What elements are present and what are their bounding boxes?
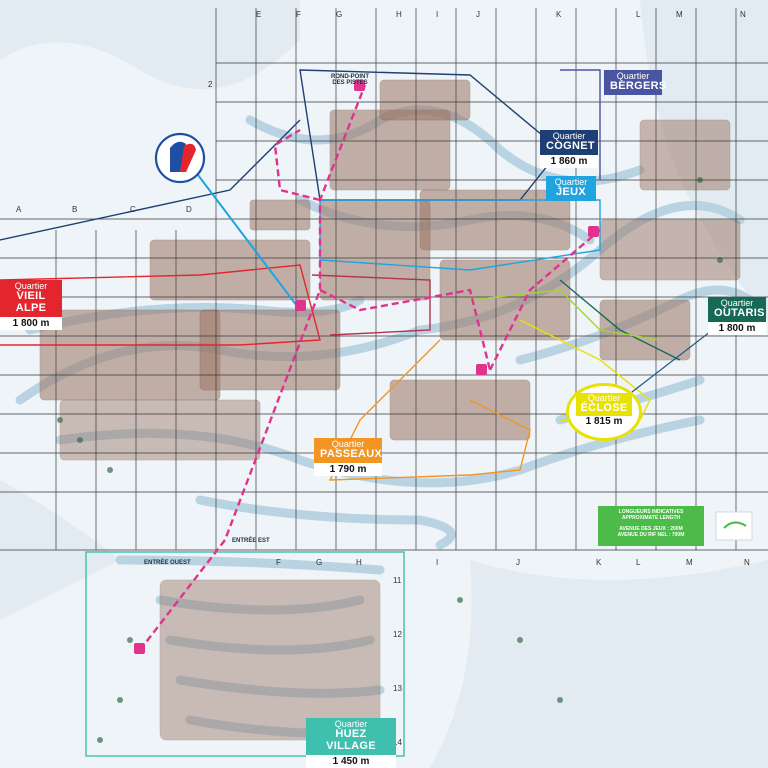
quarter-word: Quartier: [587, 393, 621, 403]
boundary-huez-village: [85, 551, 405, 757]
boundary-outaris: [559, 279, 681, 361]
boundary-passeaux: [328, 339, 531, 481]
quarter-altitude: 1 800 m: [0, 316, 62, 330]
grid-letter: E: [256, 10, 262, 19]
legend-line: LONGUEURS INDICATIVES: [618, 509, 684, 515]
grid-letter: I: [436, 558, 439, 567]
quarter-altitude: 1 790 m: [314, 462, 382, 476]
quarter-name: COGNET: [546, 140, 595, 153]
quarter-word: Quartier: [720, 298, 754, 308]
quarter-altitude: 1 800 m: [708, 321, 766, 335]
grid-letter: M: [676, 10, 683, 19]
boundary-vieil-alpe: [0, 264, 321, 346]
boundary-bergers: [560, 69, 601, 180]
legend-line: AVENUE DU RIF NEL : 700M: [617, 531, 685, 538]
quarter-vieil-alpe: Quartier VIEIL ALPE 1 800 m: [0, 280, 62, 330]
quarter-name: ÉCLOSE: [580, 402, 628, 415]
grid-letter: F: [296, 10, 301, 19]
quarter-name: JEUX: [556, 186, 586, 199]
quarter-passeaux: Quartier PASSEAUX 1 790 m: [314, 438, 382, 476]
grid-letter: N: [740, 10, 746, 19]
quarter-name: HUEZ VILLAGE: [326, 728, 376, 752]
quarter-altitude: 1 450 m: [306, 754, 396, 768]
grid-number: 14: [393, 738, 402, 747]
quarter-name: BERGERS: [610, 80, 667, 93]
quarter-huez-village: Quartier HUEZ VILLAGE 1 450 m: [306, 718, 396, 768]
quarter-altitude: 1 860 m: [540, 154, 598, 168]
tourist-info-icon: [154, 132, 206, 184]
grid-letter: G: [316, 558, 323, 567]
gondola-stations: [134, 80, 599, 654]
grid-letter: K: [596, 558, 602, 567]
quarter-eclose: Quartier ÉCLOSE 1 815 m: [576, 393, 632, 427]
boundary-cognet: [299, 69, 561, 201]
grid-letter: D: [186, 205, 192, 214]
quarter-name: PASSEAUX: [320, 448, 383, 461]
grid-letter: G: [336, 10, 343, 19]
quarter-word: Quartier: [334, 719, 368, 729]
rond-point-label: ROND-POINT DES PISTES: [331, 74, 369, 86]
grid-number: 12: [393, 630, 402, 639]
grid-number: 11: [393, 576, 402, 585]
grid-letter: J: [476, 10, 480, 19]
grid-letter: F: [276, 558, 281, 567]
grid-letter: H: [396, 10, 402, 19]
legend-line: AVENUE DES JEUX : 200M: [619, 525, 683, 532]
grid-letter: K: [556, 10, 562, 19]
grid-letter: H: [356, 558, 362, 567]
grid-number: 2: [208, 80, 213, 89]
quarter-word: Quartier: [14, 281, 48, 291]
grid-letter: J: [516, 558, 520, 567]
grid-letter: I: [436, 10, 439, 19]
grid-letter: L: [636, 10, 641, 19]
quarter-outaris: Quartier OUTARIS 1 800 m: [708, 297, 766, 335]
quarter-word: Quartier: [331, 439, 365, 449]
grid-letter: M: [686, 558, 693, 567]
village-buildings: [39, 79, 741, 741]
entree-ouest-label: ENTRÉE OUEST: [144, 560, 191, 566]
length-legend: LONGUEURS INDICATIVES APPROXIMATE LENGTH…: [598, 506, 704, 546]
quarter-altitude: 1 815 m: [576, 415, 632, 427]
quarter-name: VIEIL ALPE: [15, 290, 47, 314]
boundary-green-lime: [469, 289, 661, 341]
quarter-name: OUTARIS: [714, 307, 765, 320]
grid-letter: C: [130, 205, 136, 214]
grid-letter: B: [72, 205, 78, 214]
quarter-jeux: Quartier JEUX: [546, 176, 596, 201]
quarter-word: Quartier: [552, 131, 586, 141]
quarter-bergers: Quartier BERGERS: [604, 70, 667, 95]
gondola-line: [139, 84, 601, 651]
grid-letter: A: [16, 205, 22, 214]
grid-number: 13: [393, 684, 402, 693]
grid-letter: L: [636, 558, 641, 567]
quarter-word: Quartier: [616, 71, 650, 81]
quarter-word: Quartier: [554, 177, 588, 187]
entree-est-label: ENTRÉE EST: [232, 538, 270, 544]
grid-letter: N: [744, 558, 750, 567]
green-arrow-icon: [715, 511, 753, 541]
quarter-cognet: Quartier COGNET 1 860 m: [540, 130, 598, 168]
legend-line: APPROXIMATE LENGTH: [621, 515, 681, 522]
